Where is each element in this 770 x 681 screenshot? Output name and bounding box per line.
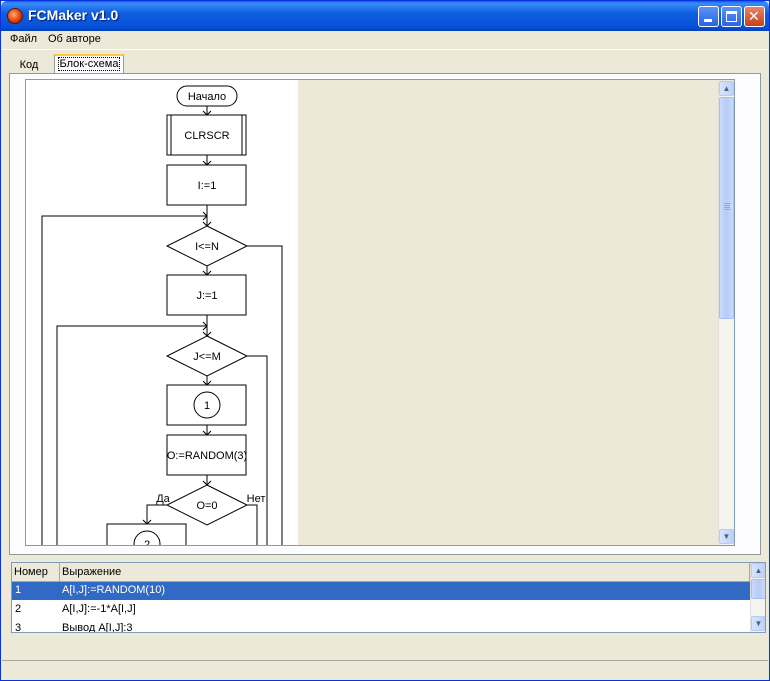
no-label: Нет [247, 493, 266, 505]
connector-1-label: 1 [204, 400, 210, 412]
grid-scrollbar[interactable]: ▲ ▼ [750, 563, 765, 632]
row-number: 2 [15, 603, 22, 615]
yes-label: Да [156, 493, 170, 505]
j-cond-label: J<=M [193, 351, 221, 363]
canvas-scrollbar[interactable]: ▲ ▼ [718, 81, 734, 545]
title-bar[interactable]: FCMaker v1.0 ✕ [1, 1, 769, 31]
o-cond-label: O=0 [196, 500, 217, 512]
grid-scroll-up-button[interactable]: ▲ [751, 563, 765, 578]
grid-scroll-thumb[interactable] [751, 579, 765, 599]
table-row[interactable]: 1 A[I,J]:=RANDOM(10) [12, 582, 750, 600]
i-cond-label: I<=N [195, 241, 219, 253]
start-label: Начало [188, 91, 226, 103]
connector-2-label: 2 [144, 539, 150, 546]
grid-scroll-down-button[interactable]: ▼ [751, 616, 765, 631]
clrscr-label: CLRSCR [184, 130, 229, 142]
window-title: FCMaker v1.0 [28, 7, 119, 23]
j-cond-decision[interactable] [165, 335, 249, 377]
expression-grid: Номер Выражение 1 A[I,J]:=RANDOM(10) 2 A… [11, 562, 766, 633]
o-assign-label: O:=RANDOM(3) [167, 450, 247, 462]
start-terminal[interactable] [176, 85, 238, 107]
connector-circle-2 [133, 530, 161, 545]
minimize-button[interactable] [698, 6, 719, 27]
minimize-icon [704, 19, 712, 22]
menu-bar: Файл Об авторе [2, 31, 768, 50]
table-row[interactable]: 3 Вывод A[I,J]:3 [12, 620, 750, 633]
connector-circle-1 [193, 391, 221, 419]
scroll-up-button[interactable]: ▲ [719, 81, 734, 96]
maximize-icon [726, 11, 737, 22]
close-button[interactable]: ✕ [744, 6, 765, 27]
maximize-button[interactable] [721, 6, 742, 27]
table-row[interactable]: 2 A[I,J]:=-1*A[I,J] [12, 601, 750, 619]
grid-header: Номер Выражение [12, 563, 750, 582]
row-expression: A[I,J]:=RANDOM(10) [62, 584, 165, 596]
j-assign-label: J:=1 [196, 290, 217, 302]
tab-flowchart-label: Блок-схема [57, 57, 121, 71]
clrscr-block[interactable] [166, 114, 247, 156]
row-number: 3 [15, 622, 22, 633]
i-assign-block[interactable] [166, 164, 247, 206]
row-expression: Вывод A[I,J]:3 [62, 622, 133, 633]
status-bar [2, 660, 768, 680]
app-icon[interactable] [7, 8, 23, 24]
i-assign-label: I:=1 [198, 180, 217, 192]
flowchart-lines [41, 106, 283, 545]
tab-panel: Начало CLRSCR I:=1 I<=N J:=1 J<=M 1 O:=R… [9, 73, 761, 555]
flowchart-background [26, 80, 298, 545]
column-header-expression[interactable]: Выражение [60, 563, 750, 581]
flowchart-canvas: Начало CLRSCR I:=1 I<=N J:=1 J<=M 1 O:=R… [25, 79, 735, 546]
i-cond-decision[interactable] [165, 225, 249, 267]
scroll-thumb[interactable] [719, 97, 734, 319]
tab-flowchart[interactable]: Блок-схема [54, 54, 124, 74]
o-assign-block[interactable] [166, 434, 247, 476]
menu-file[interactable]: Файл [10, 33, 38, 45]
row-number: 1 [15, 584, 22, 596]
column-header-number[interactable]: Номер [12, 563, 60, 581]
flowchart-diagram: Начало CLRSCR I:=1 I<=N J:=1 J<=M 1 O:=R… [26, 80, 298, 546]
menu-about[interactable]: Об авторе [48, 33, 101, 45]
o-cond-decision[interactable] [165, 484, 249, 526]
row-expression: A[I,J]:=-1*A[I,J] [62, 603, 136, 615]
close-icon: ✕ [748, 8, 760, 24]
tab-code[interactable]: Код [19, 59, 39, 71]
j-assign-block[interactable] [166, 274, 247, 316]
scroll-down-button[interactable]: ▼ [719, 529, 734, 544]
